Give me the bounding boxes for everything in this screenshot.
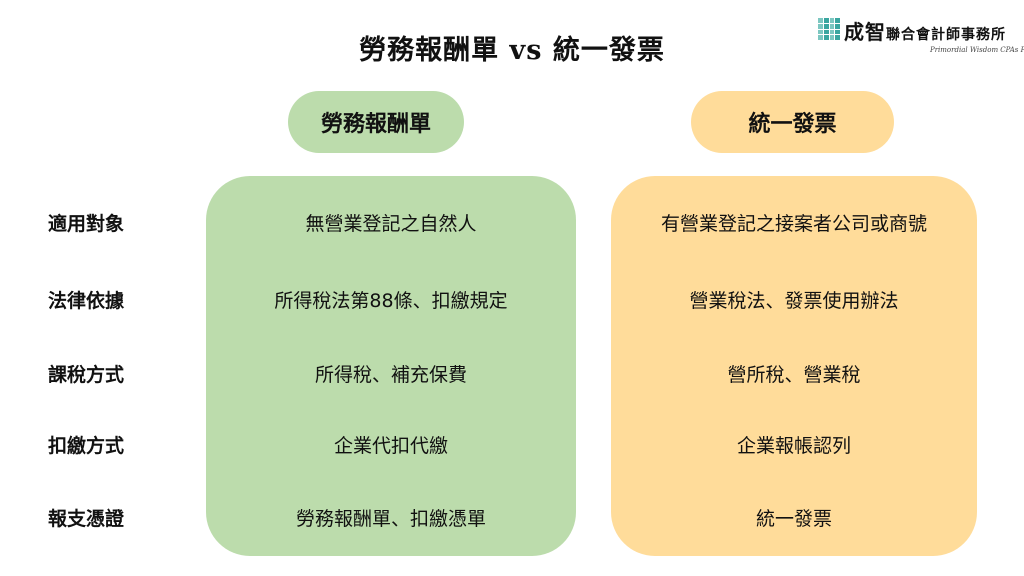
cell-labor-voucher: 勞務報酬單、扣繳憑單 bbox=[295, 508, 486, 530]
cell-labor-tax-method: 所得稅、補充保費 bbox=[314, 364, 467, 386]
cell-labor-applicable: 無營業登記之自然人 bbox=[305, 213, 477, 235]
row-label-tax-method: 課稅方式 bbox=[48, 364, 125, 386]
cell-invoice-applicable: 有營業登記之接案者公司或商號 bbox=[660, 213, 927, 235]
cell-invoice-withholding: 企業報帳認列 bbox=[736, 435, 851, 457]
logo-subtitle: Primordial Wisdom CPAs Firms bbox=[930, 46, 1024, 54]
page-title: 勞務報酬單 vs 統一發票 bbox=[359, 35, 665, 66]
cell-labor-withholding: 企業代扣代繳 bbox=[333, 435, 448, 457]
row-label-legal-basis: 法律依據 bbox=[48, 290, 125, 312]
labor-receipt-card bbox=[206, 176, 576, 556]
logo-firm-text: 聯合會計師事務所 bbox=[886, 27, 1006, 43]
row-label-applicable: 適用對象 bbox=[48, 213, 125, 235]
logo-name: 成智 bbox=[844, 20, 886, 44]
cell-invoice-voucher: 統一發票 bbox=[755, 508, 832, 530]
cell-invoice-tax-method: 營所稅、營業稅 bbox=[727, 364, 861, 386]
column-header-uniform-invoice: 統一發票 bbox=[691, 91, 894, 153]
row-label-voucher: 報支憑證 bbox=[48, 508, 125, 530]
row-label-withholding: 扣繳方式 bbox=[48, 435, 125, 457]
cell-invoice-legal-basis: 營業稅法、發票使用辦法 bbox=[689, 290, 899, 312]
logo-grid-icon bbox=[818, 18, 840, 40]
logo-text: 成智聯合會計師事務所 bbox=[844, 16, 1006, 45]
column-header-labor-receipt: 勞務報酬單 bbox=[288, 91, 464, 153]
uniform-invoice-card bbox=[611, 176, 977, 556]
firm-logo: 成智聯合會計師事務所 Primordial Wisdom CPAs Firms bbox=[818, 16, 1024, 56]
cell-labor-legal-basis: 所得稅法第88條、扣繳規定 bbox=[274, 290, 508, 312]
